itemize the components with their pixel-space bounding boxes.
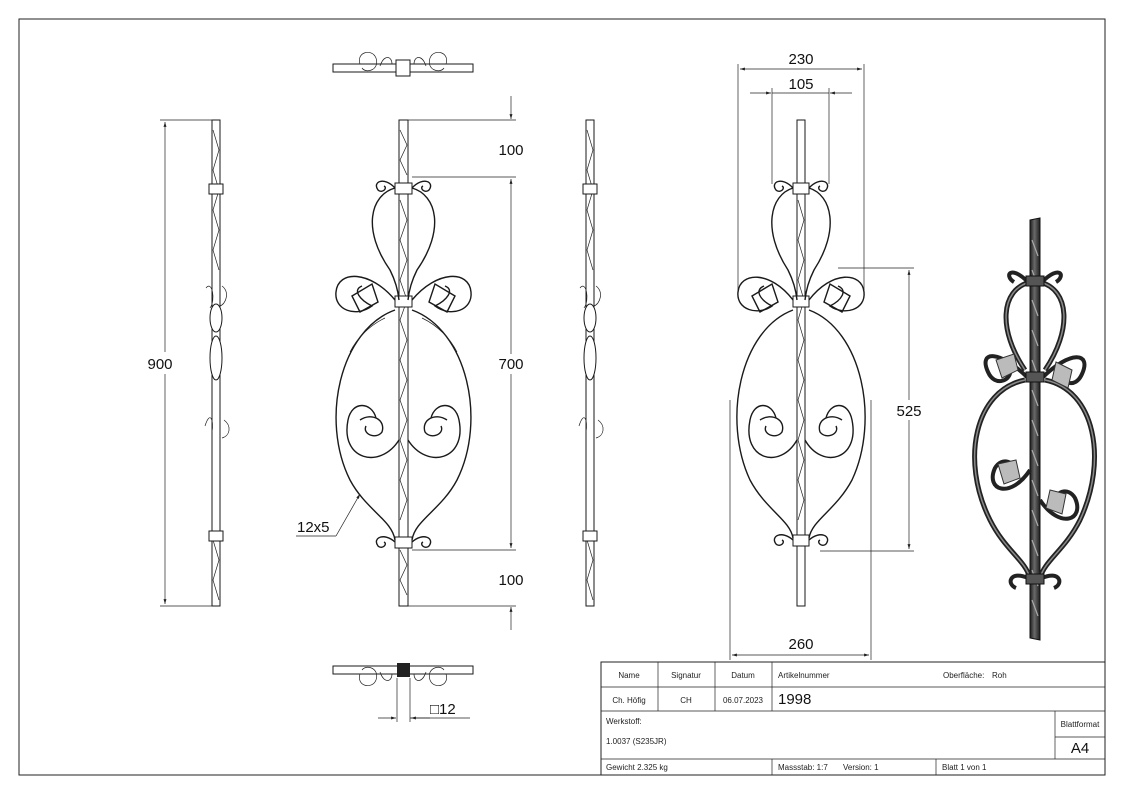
dim-105-label: 105 [788, 76, 813, 93]
dim-900-label: 900 [147, 356, 172, 373]
dimension-260: 260 [729, 400, 872, 660]
dimension-700: 700 [412, 179, 528, 551]
tb-format-label: Blattformat [1061, 720, 1100, 729]
leader-12x5: 12x5 [296, 493, 361, 537]
square-bar-label: □12 [430, 701, 456, 718]
title-block: Name Signatur Datum Artikelnummer Oberfl… [600, 661, 1106, 776]
tb-version: Version: 1 [843, 763, 879, 772]
tb-signature-label: Signatur [671, 671, 701, 680]
tb-scale: Massstab: 1:7 [778, 763, 828, 772]
side-view-left [204, 119, 230, 607]
tb-material-value: 1.0037 (S235JR) [606, 737, 667, 746]
front-view [335, 119, 472, 607]
dim-100-top-label: 100 [498, 142, 523, 159]
tb-article-value: 1998 [778, 691, 811, 708]
isometric-view [972, 217, 1097, 641]
dimension-100-bottom: 100 [408, 572, 524, 630]
tb-material-label: Werkstoff: [606, 717, 642, 726]
tb-date-value: 06.07.2023 [723, 696, 764, 705]
dim-100-bottom-label: 100 [498, 572, 523, 589]
tb-name-value: Ch. Höfig [612, 696, 645, 705]
side-view-right [578, 119, 604, 607]
top-view [332, 51, 474, 77]
dimension-100-top: 100 [408, 96, 524, 178]
dim-260-label: 260 [788, 636, 813, 653]
dimension-105: 105 [750, 76, 852, 184]
tb-sheet: Blatt 1 von 1 [942, 763, 987, 772]
tb-weight: Gewicht 2.325 kg [606, 763, 668, 772]
tb-surface-value: Roh [992, 671, 1007, 680]
tb-surface-label: Oberfläche: [943, 671, 984, 680]
dimension-900: 900 [140, 119, 212, 607]
dimension-230: 230 [737, 51, 865, 290]
sheet-border [18, 18, 1106, 776]
dim-230-label: 230 [788, 51, 813, 68]
tb-date-label: Datum [731, 671, 755, 680]
dim-700-label: 700 [498, 356, 523, 373]
tb-format-value: A4 [1071, 740, 1089, 757]
dimension-525: 525 [820, 267, 926, 552]
flat-bar-label: 12x5 [297, 519, 330, 536]
dim-525-label: 525 [896, 403, 921, 420]
tb-name-label: Name [618, 671, 640, 680]
bottom-view: □12 [332, 663, 474, 722]
front-view-dimensioned [736, 119, 866, 607]
tb-article-label: Artikelnummer [778, 671, 830, 680]
tb-signature-value: CH [680, 696, 692, 705]
